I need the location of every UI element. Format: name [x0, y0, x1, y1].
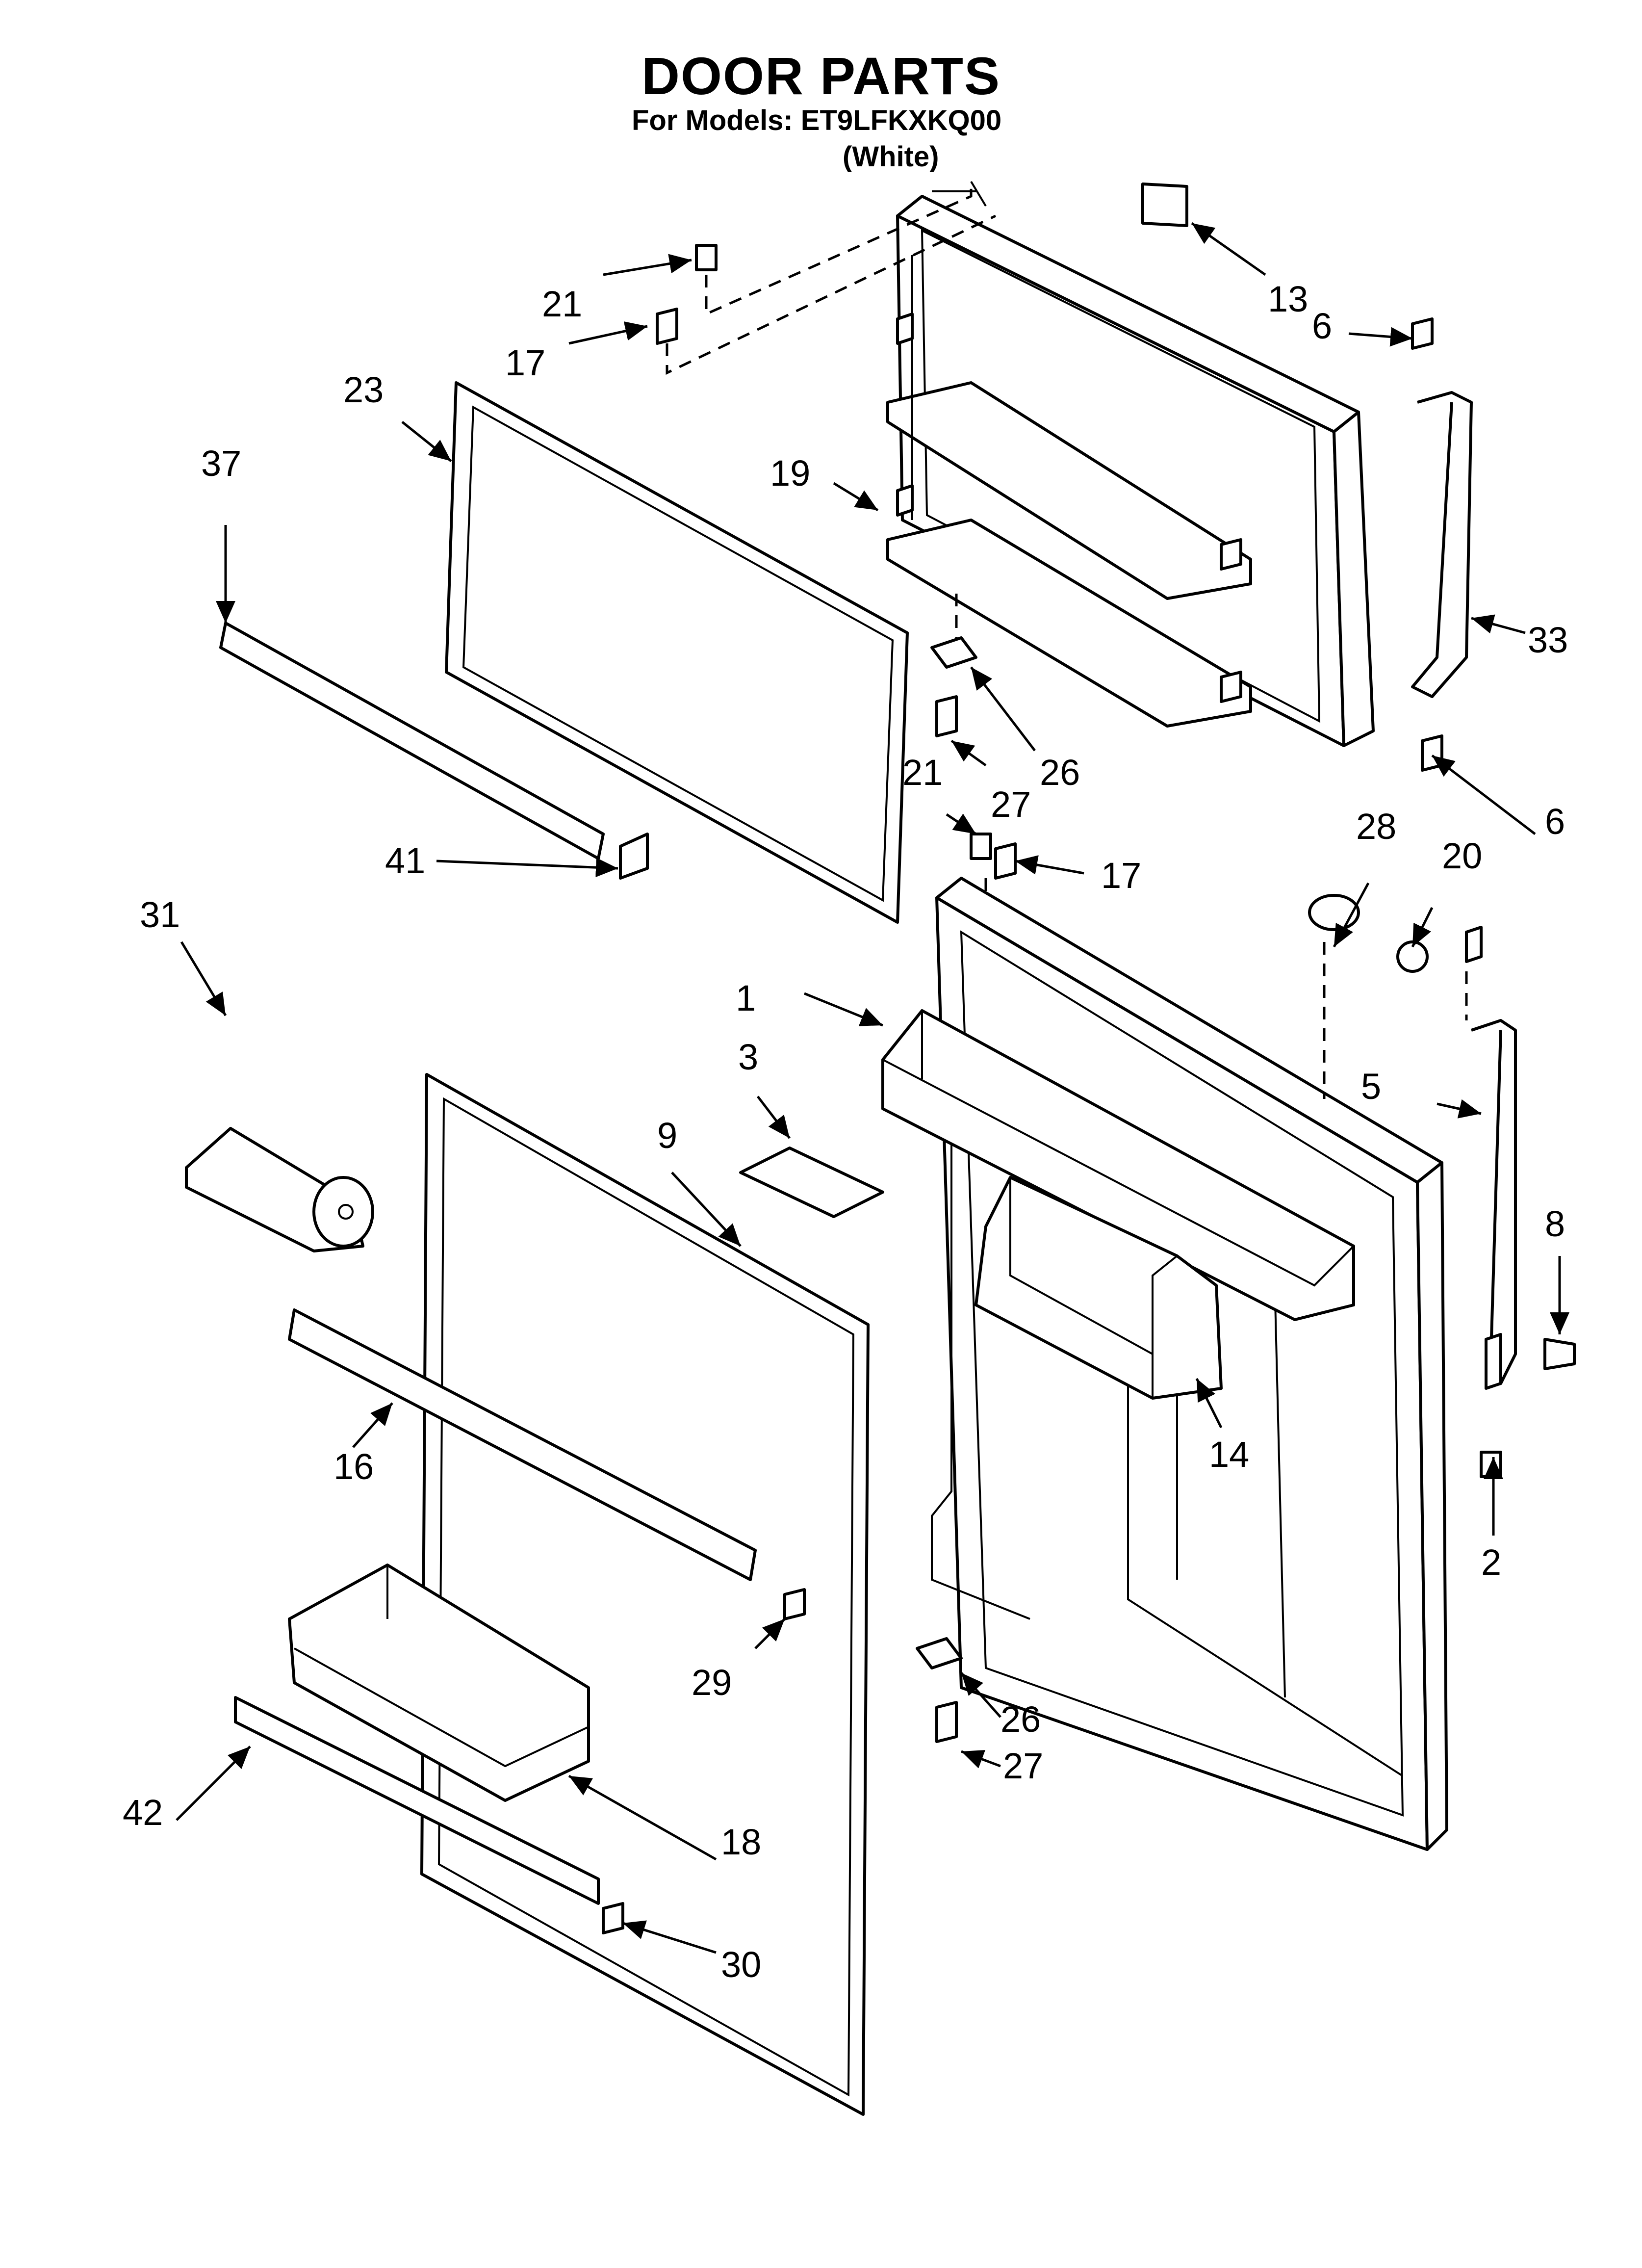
assembly-line-hinge: [955, 594, 1468, 1099]
page-title: DOOR PARTS: [641, 46, 1001, 105]
freezer-door-liner: [886, 181, 1375, 747]
callout-37: 37: [201, 443, 241, 484]
butter-compartment-door: [739, 1147, 884, 1218]
callout-13: 13: [1268, 279, 1308, 319]
callout-26-top: 26: [1040, 752, 1080, 793]
callout-29: 29: [692, 1662, 732, 1703]
callout-21-mid: 21: [902, 752, 943, 793]
callout-1: 1: [736, 978, 756, 1018]
callout-17-mid: 17: [1101, 855, 1141, 896]
freezer-door-gasket: [445, 381, 909, 924]
trim-clip-30: [602, 1902, 624, 1934]
callout-26-bottom: 26: [1001, 1699, 1041, 1740]
callout-42: 42: [123, 1792, 163, 1833]
callout-33: 33: [1528, 620, 1568, 660]
center-hinge-bracket: [1471, 1019, 1517, 1390]
assembly-line-top: [666, 186, 997, 375]
callout-20: 20: [1442, 835, 1482, 876]
door-bin-18: [288, 1564, 590, 1802]
callout-2: 2: [1481, 1542, 1501, 1583]
callout-6-right: 6: [1545, 801, 1565, 842]
shelf-trim-clip: [783, 1588, 806, 1620]
callout-27-bottom: 27: [1003, 1746, 1043, 1786]
callout-17-top: 17: [505, 342, 545, 383]
callout-3: 3: [738, 1037, 758, 1077]
top-hinge: [1411, 391, 1473, 698]
callout-30: 30: [721, 1944, 761, 1985]
shelf-end-cap: [619, 833, 649, 880]
callout-leaders: [176, 222, 1569, 1954]
color-line: (White): [843, 141, 939, 173]
callout-14: 14: [1209, 1434, 1249, 1475]
callout-31: 31: [140, 894, 180, 935]
callout-8: 8: [1545, 1203, 1565, 1244]
callout-23: 23: [343, 369, 384, 410]
dairy-door-bin: [975, 1176, 1223, 1400]
callout-numbers: 1 2 3 5 6 6 8 9 13 14 16 17 17 18 19 20 …: [123, 279, 1568, 1985]
callout-5: 5: [1361, 1066, 1381, 1107]
callout-21-top: 21: [542, 284, 582, 324]
door-shelf-bin: [881, 1009, 1355, 1321]
callout-27-top: 27: [991, 784, 1031, 825]
callout-41: 41: [385, 840, 425, 881]
callout-6-top: 6: [1312, 306, 1332, 346]
callout-19: 19: [770, 453, 810, 494]
callout-16: 16: [334, 1446, 374, 1487]
callout-28: 28: [1356, 806, 1396, 847]
callout-9: 9: [657, 1115, 677, 1156]
models-line: For Models: ET9LFKXKQ00: [632, 104, 1002, 136]
utility-compartment: [185, 1127, 374, 1252]
door-shelf-trim: [288, 1308, 757, 1581]
callout-18: 18: [721, 1822, 761, 1862]
door-bin-trim-42: [234, 1696, 600, 1905]
